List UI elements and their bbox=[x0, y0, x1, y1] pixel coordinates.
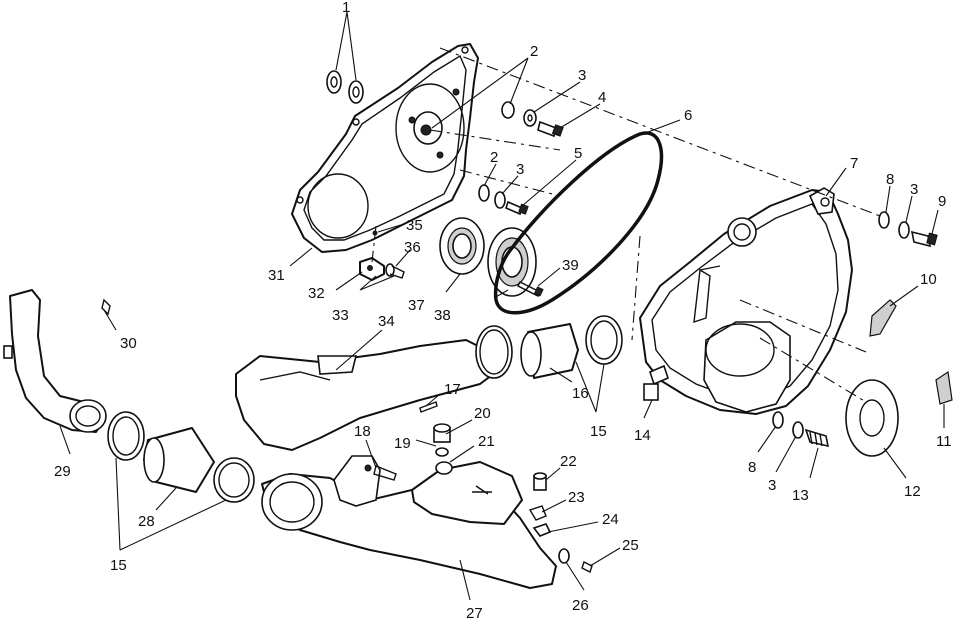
intake-tube-29 bbox=[3, 289, 107, 433]
callout-30: 30 bbox=[120, 335, 137, 352]
callout-3: 3 bbox=[578, 67, 586, 84]
leader-lines bbox=[59, 11, 945, 601]
callout-1: 1 bbox=[342, 0, 350, 16]
callout-11: 11 bbox=[936, 433, 952, 450]
callout-3: 3 bbox=[768, 477, 776, 494]
callout-3: 3 bbox=[910, 181, 918, 198]
callout-18: 18 bbox=[354, 423, 371, 440]
callout-29: 29 bbox=[54, 463, 71, 480]
clamp-15-d bbox=[213, 457, 255, 503]
callout-37: 37 bbox=[408, 297, 425, 314]
callout-2: 2 bbox=[530, 43, 538, 60]
hardware-upper bbox=[501, 101, 564, 138]
centerlines bbox=[371, 47, 881, 403]
callout-labels: 1 2 3 4 6 7 8 3 9 2 3 5 35 36 31 32 33 3… bbox=[54, 0, 952, 621]
washer-26 bbox=[558, 548, 570, 564]
callout-16: 16 bbox=[572, 385, 589, 402]
fitting-24 bbox=[532, 523, 552, 537]
callout-34: 34 bbox=[378, 313, 395, 330]
callout-26: 26 bbox=[572, 597, 589, 614]
coupler-28 bbox=[143, 427, 215, 493]
screw-25 bbox=[581, 561, 593, 573]
drive-belt-6 bbox=[493, 131, 664, 315]
callout-24: 24 bbox=[602, 511, 619, 528]
callout-5: 5 bbox=[574, 145, 582, 162]
callout-8: 8 bbox=[886, 171, 894, 188]
callout-21: 21 bbox=[478, 433, 495, 450]
callout-20: 20 bbox=[474, 405, 491, 422]
callout-10: 10 bbox=[920, 271, 937, 288]
callout-38: 38 bbox=[434, 307, 451, 324]
callout-6: 6 bbox=[684, 107, 692, 124]
callout-22: 22 bbox=[560, 453, 577, 470]
callout-8: 8 bbox=[748, 459, 756, 476]
plug-22 bbox=[533, 472, 547, 491]
decal-10 bbox=[869, 299, 897, 337]
callout-25: 25 bbox=[622, 537, 639, 554]
callout-13: 13 bbox=[792, 487, 809, 504]
callout-14: 14 bbox=[634, 427, 651, 444]
bracket-18 bbox=[333, 455, 397, 507]
callout-15: 15 bbox=[590, 423, 607, 440]
callout-27: 27 bbox=[466, 605, 483, 621]
hardware-lower bbox=[478, 184, 529, 216]
washers-1 bbox=[326, 70, 364, 104]
callout-19: 19 bbox=[394, 435, 411, 452]
clip-23 bbox=[528, 505, 547, 521]
bolt-39 bbox=[517, 281, 544, 297]
clamp-15-b bbox=[585, 315, 623, 365]
clamp-15-a bbox=[475, 325, 513, 379]
drain-14 bbox=[643, 383, 659, 401]
disc-12 bbox=[845, 379, 899, 457]
tank-assembly bbox=[411, 423, 523, 525]
callout-7: 7 bbox=[850, 155, 858, 172]
callout-36: 36 bbox=[404, 239, 421, 256]
callout-15: 15 bbox=[110, 557, 127, 574]
callout-31: 31 bbox=[268, 267, 285, 284]
bolt-36 bbox=[385, 263, 405, 279]
callout-3: 3 bbox=[516, 161, 524, 178]
clamp-15-c bbox=[107, 411, 145, 461]
inner-clutch-cover bbox=[291, 43, 479, 253]
callout-23: 23 bbox=[568, 489, 585, 506]
callout-17: 17 bbox=[444, 381, 461, 398]
callout-28: 28 bbox=[138, 513, 155, 530]
decal-11 bbox=[935, 370, 953, 405]
hardware-lower-right bbox=[772, 411, 830, 448]
outer-clutch-cover bbox=[639, 187, 853, 415]
hardware-upper-right bbox=[878, 211, 938, 248]
callout-32: 32 bbox=[308, 285, 325, 302]
screw-30 bbox=[101, 298, 111, 316]
callout-39: 39 bbox=[562, 257, 579, 274]
callout-2: 2 bbox=[490, 149, 498, 166]
coupler-16 bbox=[520, 323, 579, 379]
callout-12: 12 bbox=[904, 483, 921, 500]
callout-35: 35 bbox=[406, 217, 423, 234]
seal-37 bbox=[439, 217, 485, 275]
callout-33: 33 bbox=[332, 307, 349, 324]
screw-17 bbox=[419, 401, 438, 413]
callout-9: 9 bbox=[938, 193, 946, 210]
callout-4: 4 bbox=[598, 89, 606, 106]
